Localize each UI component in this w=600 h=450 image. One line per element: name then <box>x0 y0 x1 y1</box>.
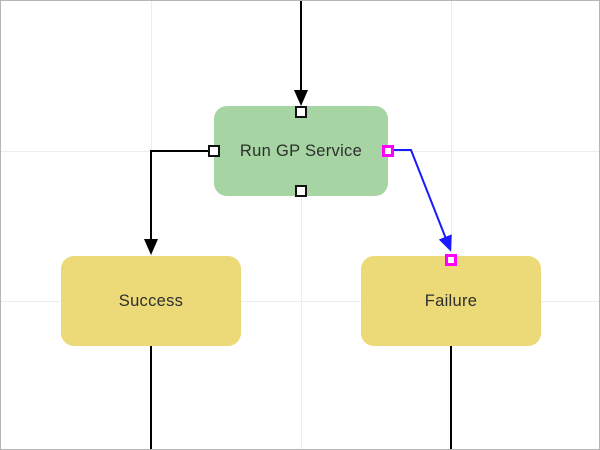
port-handle-gp-top[interactable] <box>295 106 307 118</box>
node-success-label: Success <box>118 291 184 310</box>
node-failure[interactable]: Failure <box>361 256 541 346</box>
port-handle-failure-top-active[interactable] <box>445 254 457 266</box>
node-success[interactable]: Success <box>61 256 241 346</box>
edge-gp-to-success[interactable] <box>144 150 208 255</box>
gridline-horizontal <box>1 301 599 302</box>
node-run-gp-service-label: Run GP Service <box>239 141 363 160</box>
gridline-vertical <box>301 1 302 449</box>
port-handle-gp-bottom[interactable] <box>295 185 307 197</box>
port-handle-gp-left[interactable] <box>208 145 220 157</box>
node-run-gp-service[interactable]: Run GP Service <box>214 106 388 196</box>
port-handle-gp-right-active[interactable] <box>382 145 394 157</box>
node-failure-label: Failure <box>424 291 478 310</box>
gridline-vertical <box>451 1 452 449</box>
edge-gp-to-failure[interactable] <box>393 149 452 252</box>
